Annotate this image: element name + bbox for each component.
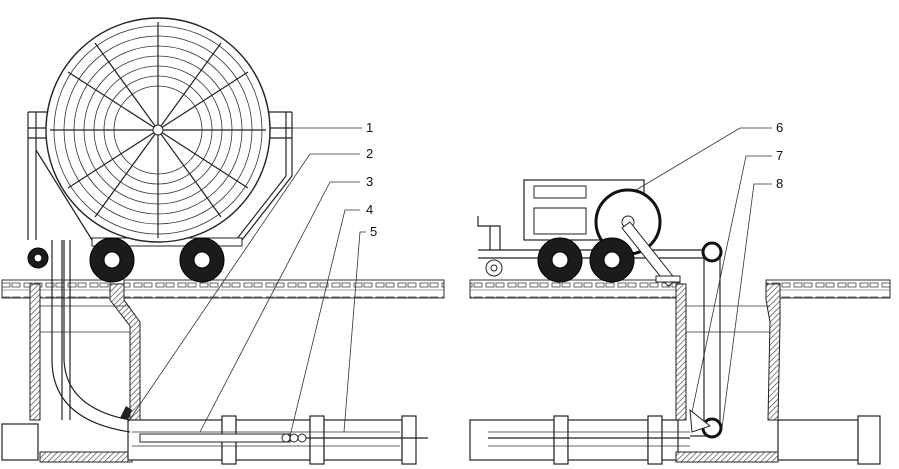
truck-wheels	[537, 237, 635, 283]
ground-surface-right	[469, 279, 681, 299]
ground-surface-left-2	[123, 279, 445, 299]
callout-5: 5	[370, 224, 377, 239]
hose-clamp	[120, 406, 132, 420]
ground-surface-right-2	[765, 279, 891, 299]
callout-leader-6	[635, 127, 772, 191]
left-scene	[1, 17, 445, 465]
callout-leader-4	[289, 209, 360, 437]
callout-6: 6	[776, 120, 783, 135]
liner-tube	[139, 433, 291, 443]
manhole-wall-left	[29, 283, 41, 421]
callout-leader-2	[127, 153, 360, 423]
right-scene	[469, 179, 891, 465]
sewer-pipe-right	[469, 415, 881, 465]
callout-3: 3	[366, 174, 373, 189]
callout-7: 7	[776, 148, 783, 163]
reel-wheels	[27, 237, 225, 283]
manhole-wall-left-r	[675, 283, 687, 421]
callout-8: 8	[776, 176, 783, 191]
manhole-wall-right	[109, 283, 141, 421]
cleaning-pig	[281, 433, 307, 443]
inversion-hose	[51, 240, 131, 433]
callout-2: 2	[366, 146, 373, 161]
ground-surface-left	[1, 279, 111, 299]
callout-leader-5	[343, 231, 366, 433]
callout-4: 4	[366, 202, 373, 217]
manhole-wall-right-r	[765, 283, 781, 421]
callout-leader-7	[691, 155, 772, 413]
callout-1: 1	[366, 120, 373, 135]
callout-leader-3	[199, 181, 360, 433]
hose-reel-drum	[45, 17, 271, 243]
callout-leader-8	[721, 183, 772, 429]
callout-leaders	[127, 127, 772, 437]
cable-pulley	[689, 241, 723, 439]
callout-labels: 1 2 3 4 5 6 7 8	[366, 120, 783, 239]
